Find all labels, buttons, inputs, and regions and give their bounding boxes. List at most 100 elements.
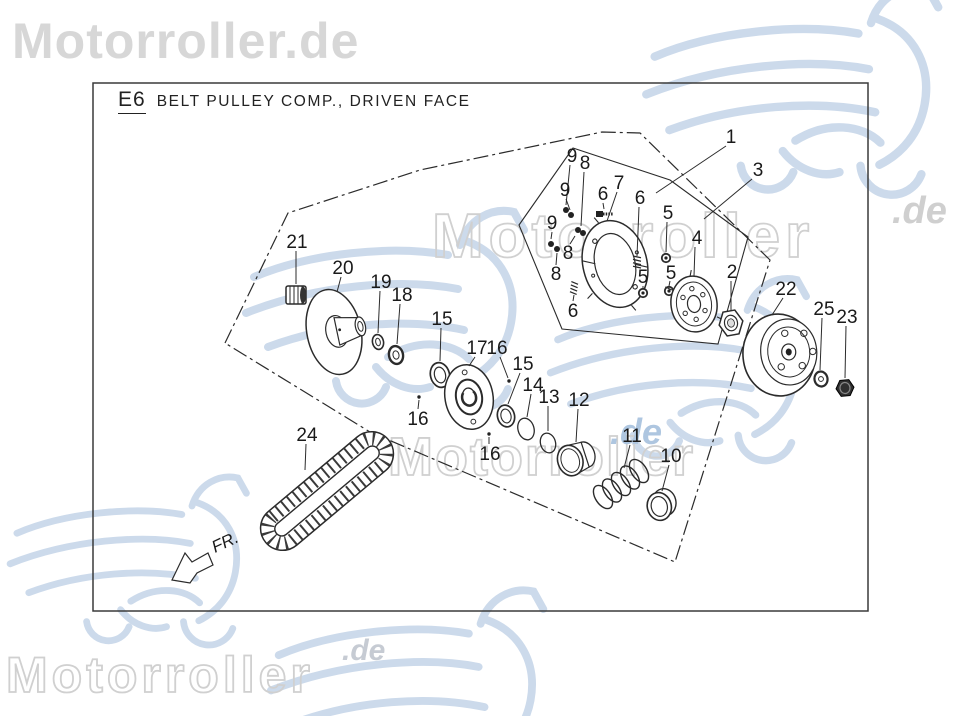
leader-line-3: [703, 178, 753, 220]
callout-1: 1: [726, 127, 737, 148]
callout-13: 13: [538, 387, 559, 408]
callout-20: 20: [332, 258, 353, 279]
part-19-ring: [371, 333, 385, 351]
part-6-spring: [632, 255, 642, 269]
part-16-pins: [417, 379, 511, 436]
part-23-nut: [835, 379, 855, 397]
leader-line-15: [439, 327, 442, 362]
callout-8: 8: [580, 153, 591, 174]
leader-line-19: [377, 290, 381, 334]
callout-6: 6: [635, 188, 646, 209]
leader-line-16: [417, 399, 420, 410]
callout-5: 5: [666, 263, 677, 284]
diagram-title-block: E6 BELT PULLEY COMP., DRIVEN FACE: [118, 88, 471, 114]
callout-16: 16: [479, 444, 500, 465]
assembly-outline: [224, 131, 771, 563]
part-12-spring-seat: [556, 441, 596, 477]
part-18-seal: [387, 344, 405, 366]
part-15-bearing: [496, 404, 516, 428]
part-13-ring: [539, 432, 557, 454]
part-6-bolt: [596, 211, 613, 217]
callout-4: 4: [692, 228, 703, 249]
callout-22: 22: [775, 279, 796, 300]
leader-line-22: [771, 297, 784, 316]
callout-3: 3: [753, 160, 764, 181]
leader-line-8: [555, 252, 558, 266]
leader-line-15: [507, 372, 521, 405]
part-11-spring: [592, 458, 650, 510]
callout-14: 14: [522, 375, 544, 396]
callout-8: 8: [551, 264, 562, 285]
leader-line-9: [550, 231, 553, 240]
callout-6: 6: [598, 184, 609, 205]
callout-15: 15: [431, 309, 452, 330]
diagram-title: BELT PULLEY COMP., DRIVEN FACE: [156, 93, 471, 110]
leader-line-6: [636, 206, 640, 257]
callout-16: 16: [486, 338, 507, 359]
callout-17: 17: [466, 338, 487, 359]
callout-2: 2: [727, 262, 738, 283]
leader-line-9: [565, 198, 571, 211]
part-20-driven-face: [305, 288, 367, 376]
leader-line-25: [819, 317, 823, 371]
leader-line-11: [623, 444, 631, 469]
part-24-drive-belt: [259, 430, 395, 552]
leader-line-23: [844, 325, 847, 379]
leader-line-4: [693, 246, 696, 277]
part-14-ring: [517, 417, 535, 441]
leader-line-24: [304, 443, 307, 471]
leader-line-1: [655, 145, 727, 194]
callout-23: 23: [836, 307, 857, 328]
callout-9: 9: [560, 180, 571, 201]
leader-line-8: [569, 235, 576, 245]
front-direction-arrow: [171, 551, 214, 584]
leader-line-7: [606, 191, 618, 222]
leader-line-8: [580, 171, 585, 227]
callout-7: 7: [614, 173, 625, 194]
part-10-collar: [646, 488, 677, 522]
callout-9: 9: [567, 146, 578, 167]
callout-9: 9: [547, 213, 558, 234]
callout-10: 10: [660, 446, 681, 467]
callout-24: 24: [296, 425, 318, 446]
part-15-bearing: [429, 361, 451, 389]
callout-21: 21: [286, 232, 307, 253]
callout-6: 6: [568, 301, 579, 322]
part-5-nuts: [637, 252, 675, 299]
leader-line-14: [526, 393, 532, 418]
leader-line-12: [575, 408, 579, 443]
leader-line-5: [665, 221, 668, 253]
leader-line-6: [572, 294, 575, 302]
part-22-clutch-bell: [742, 313, 818, 397]
part-2-lock-nut: [718, 309, 744, 337]
part-17-flange: [443, 363, 495, 431]
leader-line-16: [499, 356, 509, 379]
part-21-bushing: [285, 285, 307, 305]
front-direction-label: FR.: [209, 528, 242, 557]
leader-line-6: [602, 202, 605, 210]
callout-12: 12: [568, 390, 589, 411]
leader-line-9: [565, 164, 571, 206]
section-code: E6: [118, 88, 146, 114]
callout-15: 15: [512, 354, 533, 375]
clutch-group-outline: [518, 147, 749, 345]
callout-25: 25: [813, 299, 834, 320]
leader-line-17: [468, 356, 476, 367]
callout-8: 8: [563, 243, 574, 264]
callout-18: 18: [391, 285, 412, 306]
part-6-spring: [569, 280, 579, 296]
callout-11: 11: [622, 426, 642, 447]
leader-line-10: [661, 464, 670, 492]
callout-5: 5: [663, 203, 674, 224]
leader-line-18: [396, 303, 401, 345]
diagram-border: [92, 82, 869, 612]
part-8-9-fasteners: [548, 207, 586, 252]
callout-5: 5: [638, 267, 649, 288]
leader-line-5: [668, 280, 671, 287]
callout-16: 16: [407, 409, 428, 430]
part-7-clutch-shoes: [581, 217, 649, 311]
callout-19: 19: [370, 272, 391, 293]
